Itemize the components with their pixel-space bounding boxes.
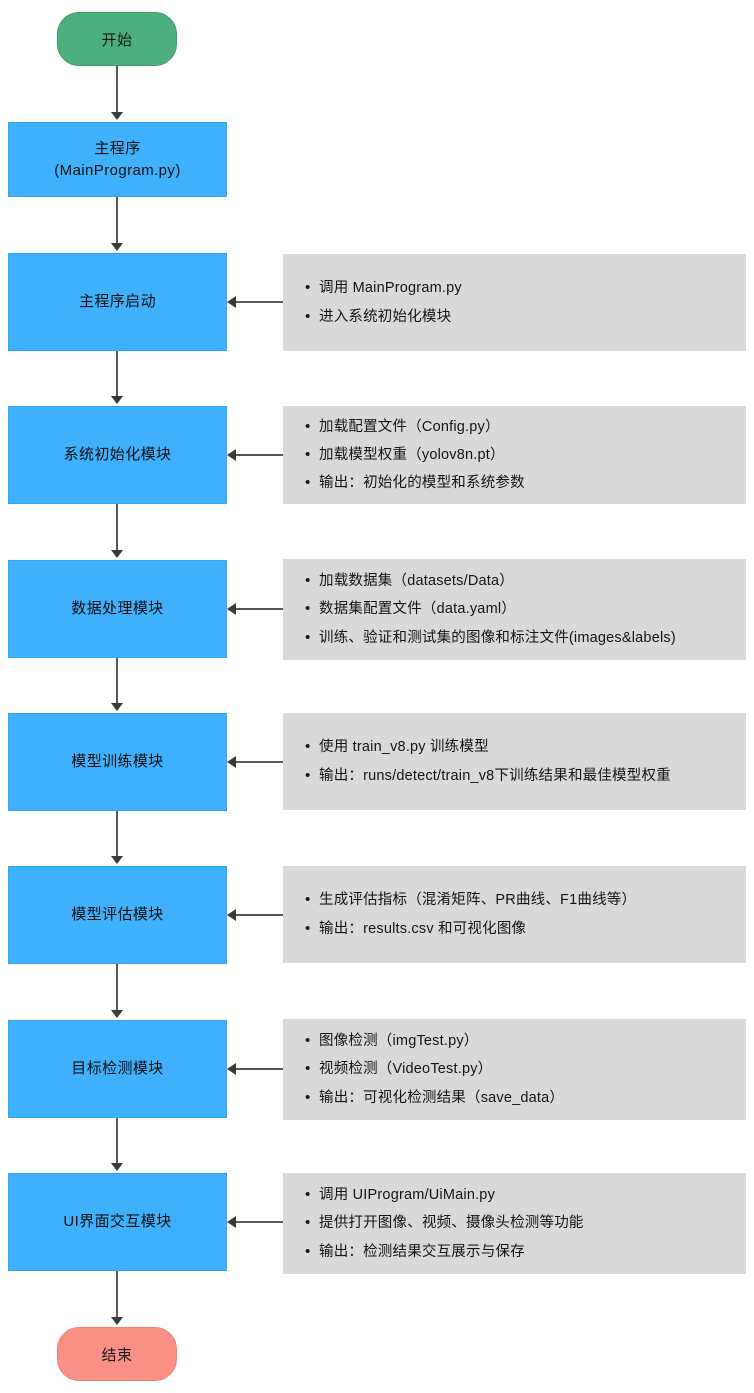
connector-model-eval-to-object-detect: [116, 964, 118, 1012]
panel-data-process-list: 加载数据集（datasets/Data） 数据集配置文件（data.yaml） …: [305, 566, 732, 653]
connector-panel-main-start: [236, 301, 283, 303]
connector-ui-interact-to-end: [116, 1271, 118, 1319]
node-main-start-label: 主程序启动: [78, 293, 156, 311]
connector-panel-model-train: [236, 761, 283, 763]
node-main-program-label: 主程序 (MainProgram.py): [54, 139, 181, 179]
arrowhead-main-start: [111, 243, 123, 251]
arrowhead-panel-object-detect: [227, 1063, 236, 1075]
panel-sys-init-list: 加载配置文件（Config.py） 加载模型权重（yolov8n.pt） 输出：…: [305, 412, 732, 498]
panel-data-process-item-1: 数据集配置文件（data.yaml）: [305, 594, 732, 624]
arrowhead-object-detect: [111, 1010, 123, 1018]
node-data-process-label: 数据处理模块: [71, 600, 164, 618]
node-sys-init-label: 系统初始化模块: [63, 446, 172, 464]
panel-object-detect-item-1: 视频检测（VideoTest.py）: [305, 1054, 732, 1084]
arrowhead-panel-model-train: [227, 756, 236, 768]
panel-sys-init-item-1: 加载模型权重（yolov8n.pt）: [305, 440, 732, 470]
connector-start-to-main-program: [116, 66, 118, 114]
panel-sys-init-item-2: 输出：初始化的模型和系统参数: [305, 468, 732, 498]
arrowhead-panel-sys-init: [227, 449, 236, 461]
panel-main-start-item-0: 调用 MainProgram.py: [305, 273, 732, 303]
connector-panel-object-detect: [236, 1068, 283, 1070]
node-model-train[interactable]: 模型训练模块: [8, 713, 227, 811]
panel-ui-interact-item-2: 输出：检测结果交互展示与保存: [305, 1237, 732, 1267]
connector-panel-sys-init: [236, 454, 283, 456]
arrowhead-model-eval: [111, 856, 123, 864]
node-model-eval-label: 模型评估模块: [71, 906, 164, 924]
panel-object-detect-item-2: 输出：可视化检测结果（save_data）: [305, 1083, 732, 1113]
end-node[interactable]: 结束: [57, 1327, 177, 1381]
node-main-program[interactable]: 主程序 (MainProgram.py): [8, 122, 227, 197]
panel-model-train-list: 使用 train_v8.py 训练模型 输出：runs/detect/train…: [305, 732, 732, 790]
panel-model-eval-list: 生成评估指标（混淆矩阵、PR曲线、F1曲线等） 输出：results.csv 和…: [305, 885, 732, 943]
connector-panel-data-process: [236, 608, 283, 610]
panel-ui-interact: 调用 UIProgram/UiMain.py 提供打开图像、视频、摄像头检测等功…: [283, 1173, 746, 1274]
connector-panel-model-eval: [236, 914, 283, 916]
connector-object-detect-to-ui-interact: [116, 1118, 118, 1165]
arrowhead-main-program: [111, 112, 123, 120]
panel-ui-interact-item-0: 调用 UIProgram/UiMain.py: [305, 1180, 732, 1210]
panel-object-detect: 图像检测（imgTest.py） 视频检测（VideoTest.py） 输出：可…: [283, 1019, 746, 1120]
node-model-eval[interactable]: 模型评估模块: [8, 866, 227, 964]
panel-object-detect-item-0: 图像检测（imgTest.py）: [305, 1026, 732, 1056]
panel-object-detect-list: 图像检测（imgTest.py） 视频检测（VideoTest.py） 输出：可…: [305, 1026, 732, 1113]
arrowhead-panel-data-process: [227, 603, 236, 615]
panel-model-train-item-0: 使用 train_v8.py 训练模型: [305, 732, 732, 762]
arrowhead-panel-ui-interact: [227, 1216, 236, 1228]
panel-main-start-item-1: 进入系统初始化模块: [305, 301, 732, 331]
panel-model-eval-item-0: 生成评估指标（混淆矩阵、PR曲线、F1曲线等）: [305, 885, 732, 915]
node-object-detect-label: 目标检测模块: [71, 1060, 164, 1078]
arrowhead-sys-init: [111, 396, 123, 404]
start-node-label: 开始: [101, 31, 133, 49]
panel-main-start-list: 调用 MainProgram.py 进入系统初始化模块: [305, 273, 732, 331]
connector-main-start-to-sys-init: [116, 351, 118, 398]
end-node-label: 结束: [101, 1346, 133, 1364]
node-ui-interact[interactable]: UI界面交互模块: [8, 1173, 227, 1271]
panel-main-start: 调用 MainProgram.py 进入系统初始化模块: [283, 254, 746, 351]
arrowhead-data-process: [111, 550, 123, 558]
connector-panel-ui-interact: [236, 1221, 283, 1223]
connector-sys-init-to-data-process: [116, 504, 118, 552]
panel-sys-init: 加载配置文件（Config.py） 加载模型权重（yolov8n.pt） 输出：…: [283, 406, 746, 504]
panel-data-process-item-0: 加载数据集（datasets/Data）: [305, 566, 732, 596]
node-ui-interact-label: UI界面交互模块: [63, 1213, 172, 1231]
node-data-process[interactable]: 数据处理模块: [8, 560, 227, 658]
panel-ui-interact-list: 调用 UIProgram/UiMain.py 提供打开图像、视频、摄像头检测等功…: [305, 1180, 732, 1267]
panel-model-eval: 生成评估指标（混淆矩阵、PR曲线、F1曲线等） 输出：results.csv 和…: [283, 866, 746, 963]
connector-main-program-to-main-start: [116, 197, 118, 245]
arrowhead-panel-main-start: [227, 296, 236, 308]
node-sys-init[interactable]: 系统初始化模块: [8, 406, 227, 504]
arrowhead-model-train: [111, 703, 123, 711]
node-model-train-label: 模型训练模块: [71, 753, 164, 771]
panel-model-eval-item-1: 输出：results.csv 和可视化图像: [305, 913, 732, 943]
node-object-detect[interactable]: 目标检测模块: [8, 1020, 227, 1118]
arrowhead-panel-model-eval: [227, 909, 236, 921]
arrowhead-ui-interact: [111, 1163, 123, 1171]
panel-sys-init-item-0: 加载配置文件（Config.py）: [305, 412, 732, 442]
connector-data-process-to-model-train: [116, 658, 118, 705]
node-main-start[interactable]: 主程序启动: [8, 253, 227, 351]
panel-data-process: 加载数据集（datasets/Data） 数据集配置文件（data.yaml） …: [283, 559, 746, 660]
panel-ui-interact-item-1: 提供打开图像、视频、摄像头检测等功能: [305, 1208, 732, 1238]
connector-model-train-to-model-eval: [116, 811, 118, 858]
start-node[interactable]: 开始: [57, 12, 177, 66]
panel-model-train: 使用 train_v8.py 训练模型 输出：runs/detect/train…: [283, 713, 746, 810]
arrowhead-end: [111, 1317, 123, 1325]
panel-data-process-item-2: 训练、验证和测试集的图像和标注文件(images&labels): [305, 623, 732, 653]
panel-model-train-item-1: 输出：runs/detect/train_v8下训练结果和最佳模型权重: [305, 760, 732, 790]
